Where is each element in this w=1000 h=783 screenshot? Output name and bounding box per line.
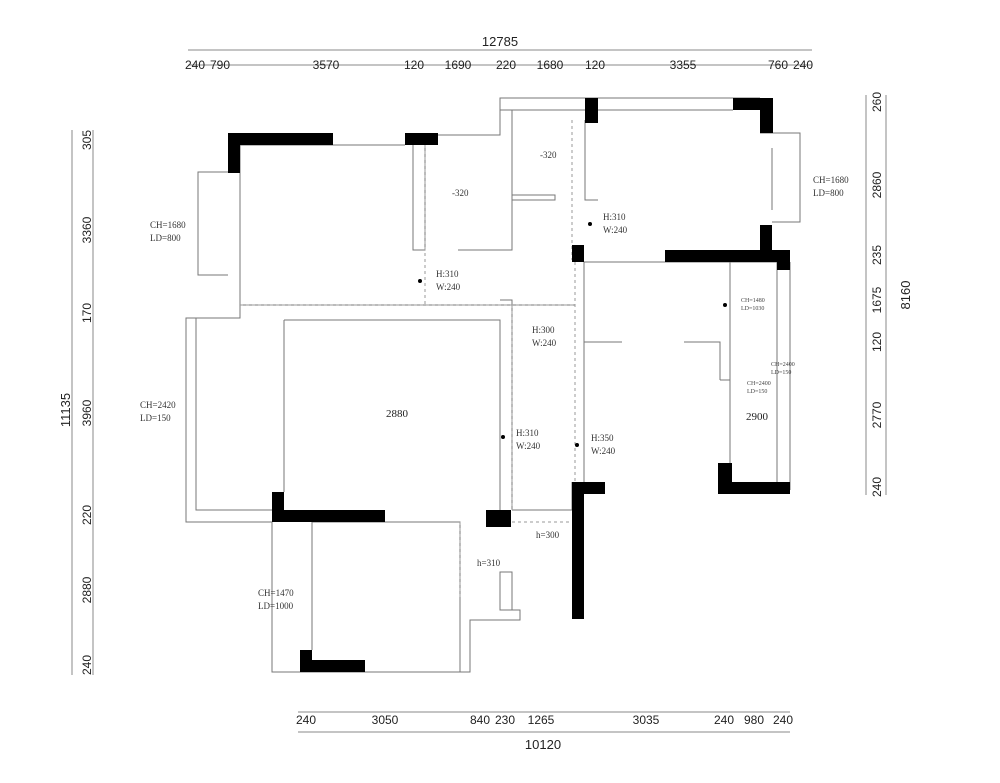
top-total-dimension: 12785 xyxy=(482,34,518,49)
labels: 12785 240 790 3570 120 1690 220 1680 120 3355 760 2… xyxy=(58,34,913,752)
dashed-openings xyxy=(240,120,576,600)
bottom-total-dimension: 10120 xyxy=(525,737,561,752)
annotation-label: W:240 xyxy=(516,441,541,451)
left-segment-dimension: 3960 xyxy=(80,399,94,426)
marker-dot xyxy=(575,443,579,447)
annotation-label: H:310 xyxy=(603,212,626,222)
right-segment-dimension: 260 xyxy=(870,92,884,112)
bottom-segment-dimension: 3035 xyxy=(633,713,660,727)
marker-dot xyxy=(723,303,727,307)
top-segment-dimension: 120 xyxy=(404,58,424,72)
wall-outlines xyxy=(185,97,801,673)
annotation-label: CH=2420 xyxy=(140,400,176,410)
annotation-label: LD=150 xyxy=(140,413,171,423)
room-area-label: 2900 xyxy=(746,411,769,423)
left-segment-dimension: 240 xyxy=(80,655,94,675)
window-annotation: LD=150 xyxy=(771,370,791,376)
dimension-lines xyxy=(71,49,887,733)
annotation-label: LD=800 xyxy=(150,233,181,243)
annotation-label: h=310 xyxy=(477,558,501,568)
window-annotation: LD=150 xyxy=(747,389,767,395)
top-segment-dimension: 3355 xyxy=(670,58,697,72)
left-total-dimension: 11135 xyxy=(58,393,73,427)
right-segment-dimension: 120 xyxy=(870,332,884,352)
annotation-label: W:240 xyxy=(436,282,461,292)
annotation-label: W:240 xyxy=(603,225,628,235)
window-annotation: LD=1030 xyxy=(741,306,764,312)
bottom-segment-dimension: 1265 xyxy=(528,713,555,727)
bottom-segment-dimension: 240 xyxy=(296,713,316,727)
annotation-label: LD=800 xyxy=(813,188,844,198)
left-segment-dimension: 220 xyxy=(80,505,94,525)
right-segment-dimension: 240 xyxy=(870,477,884,497)
bottom-segment-dimension: 980 xyxy=(744,713,764,727)
top-segment-dimension: 790 xyxy=(210,58,230,72)
top-segment-dimension: 120 xyxy=(585,58,605,72)
annotation-label: -320 xyxy=(452,188,469,198)
annotation-label: h=300 xyxy=(536,530,560,540)
annotation-label: H:310 xyxy=(436,269,459,279)
annotation-label: CH=1470 xyxy=(258,588,294,598)
annotation-label: -320 xyxy=(540,150,557,160)
bottom-segment-dimension: 3050 xyxy=(372,713,399,727)
annotation-label: H:310 xyxy=(516,428,539,438)
top-segment-dimension: 220 xyxy=(496,58,516,72)
top-segment-dimension: 240 xyxy=(793,58,813,72)
bottom-segment-dimension: 840 xyxy=(470,713,490,727)
window-annotation: CH=2400 xyxy=(771,362,795,368)
marker-dot xyxy=(418,279,422,283)
right-segment-dimension: 1675 xyxy=(870,286,884,313)
annotation-label: W:240 xyxy=(591,446,616,456)
left-segment-dimension: 170 xyxy=(80,303,94,323)
left-segment-dimension: 2880 xyxy=(80,576,94,603)
window-annotation: CH=1480 xyxy=(741,298,765,304)
marker-dot xyxy=(588,222,592,226)
bottom-segment-dimension: 240 xyxy=(714,713,734,727)
right-segment-dimension: 235 xyxy=(870,245,884,265)
annotation-label: CH=1680 xyxy=(150,220,186,230)
structural-columns xyxy=(228,98,790,672)
room-area-label: 2880 xyxy=(386,408,409,420)
annotation-label: H:350 xyxy=(591,433,614,443)
annotation-label: H:300 xyxy=(532,325,555,335)
top-segment-dimension: 760 xyxy=(768,58,788,72)
right-total-dimension: 8160 xyxy=(898,281,913,310)
top-segment-dimension: 240 xyxy=(185,58,205,72)
bottom-segment-dimension: 240 xyxy=(773,713,793,727)
marker-dot xyxy=(501,435,505,439)
left-segment-dimension: 305 xyxy=(80,130,94,150)
annotation-label: CH=1680 xyxy=(813,175,849,185)
top-segment-dimension: 3570 xyxy=(313,58,340,72)
top-segment-dimension: 1690 xyxy=(445,58,472,72)
window-annotation: CH=2400 xyxy=(747,381,771,387)
left-segment-dimension: 3360 xyxy=(80,216,94,243)
top-segment-dimension: 1680 xyxy=(537,58,564,72)
annotation-label: LD=1000 xyxy=(258,601,294,611)
bottom-segment-dimension: 230 xyxy=(495,713,515,727)
right-segment-dimension: 2860 xyxy=(870,171,884,198)
annotation-label: W:240 xyxy=(532,338,557,348)
right-segment-dimension: 2770 xyxy=(870,401,884,428)
